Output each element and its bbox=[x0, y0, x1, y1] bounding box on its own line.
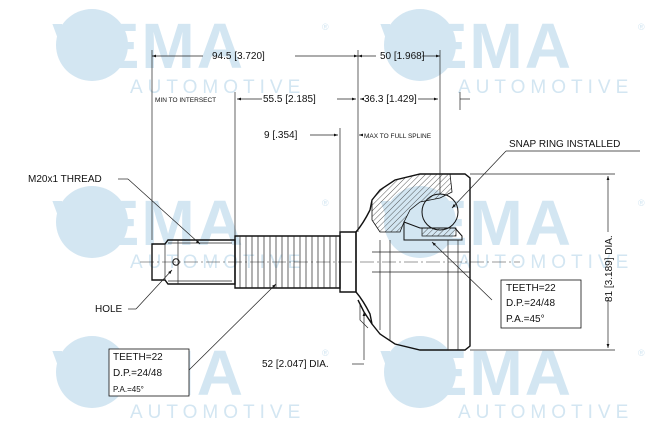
spec-right-pa: P.A.=45° bbox=[506, 314, 545, 325]
watermark-tagline: AUTOMOTIVE bbox=[458, 77, 633, 98]
spec-left-teeth: TEETH=22 bbox=[113, 352, 163, 363]
spec-box-right: TEETH=22 D.P.=24/48 P.A.=45° bbox=[500, 279, 582, 329]
watermark-tagline: AUTOMOTIVE bbox=[130, 77, 305, 98]
watermark-brand: VEMA bbox=[52, 10, 245, 82]
max-to-full-spline-label: MAX TO FULL SPLINE bbox=[364, 133, 432, 140]
watermark-bottom-right: VEMA ® AUTOMOTIVE bbox=[380, 336, 645, 423]
thread-lines bbox=[168, 242, 232, 282]
hole-feature bbox=[172, 258, 180, 266]
watermark-registered: ® bbox=[638, 22, 645, 32]
spec-box-right-frame bbox=[500, 279, 582, 329]
snap-ring-callout: SNAP RING INSTALLED bbox=[509, 139, 620, 150]
dim-overall-right: 50 [1.968] bbox=[380, 51, 425, 62]
thread-callout: M20x1 THREAD bbox=[28, 174, 102, 185]
spec-right-teeth: TEETH=22 bbox=[506, 283, 556, 294]
watermark-top-right: VEMA ® AUTOMOTIVE bbox=[380, 9, 645, 98]
watermark-brand: VEMA bbox=[380, 10, 573, 82]
watermark-registered: ® bbox=[638, 198, 645, 208]
watermark-bottom-left: VEMA ® AUTOMOTIVE bbox=[52, 336, 329, 423]
dim-min-to-intersect: 55.5 [2.185] bbox=[263, 94, 316, 105]
spec-left-dp: D.P.=24/48 bbox=[113, 368, 162, 379]
watermark-registered: ® bbox=[322, 198, 329, 208]
watermark-logo-circle bbox=[56, 186, 128, 258]
watermark-top-left: VEMA ® AUTOMOTIVE bbox=[52, 9, 329, 98]
watermark-brand: VEMA bbox=[52, 187, 245, 259]
dim-right-offset: 36.3 [1.429] bbox=[364, 94, 417, 105]
watermark-tagline: AUTOMOTIVE bbox=[130, 252, 305, 273]
spec-box-left: TEETH=22 D.P.=24/48 P.A.=45° bbox=[108, 348, 190, 397]
watermark-tagline: AUTOMOTIVE bbox=[458, 252, 633, 273]
spline-teeth bbox=[239, 236, 337, 288]
outer-housing bbox=[355, 173, 471, 351]
watermark-logo-circle bbox=[56, 9, 128, 81]
spec-left-pa: P.A.=45° bbox=[113, 385, 144, 394]
watermark-mid-left: VEMA ® AUTOMOTIVE bbox=[52, 186, 329, 273]
inner-cage bbox=[403, 221, 463, 241]
watermark-tagline: AUTOMOTIVE bbox=[130, 402, 305, 423]
dimension-lines bbox=[151, 50, 615, 365]
watermark-brand: VEMA bbox=[380, 337, 573, 409]
cv-joint-outline bbox=[151, 173, 471, 351]
dim-spline: 9 [.354] bbox=[264, 130, 298, 141]
leader-lines bbox=[118, 150, 640, 371]
watermark-logo-circle bbox=[384, 9, 456, 81]
dim-overall-left: 94.5 [3.720] bbox=[212, 51, 265, 62]
watermark-tagline: AUTOMOTIVE bbox=[458, 402, 633, 423]
spec-right-dp: D.P.=24/48 bbox=[506, 298, 555, 309]
seal-ring bbox=[357, 299, 373, 325]
watermark-registered: ® bbox=[322, 22, 329, 32]
dim-outer-diameter: 81 [3.189] DIA. bbox=[604, 235, 615, 302]
housing-section-hatch bbox=[371, 173, 453, 233]
watermark-registered: ® bbox=[638, 348, 645, 358]
dim-seal-diameter: 52 [2.047] DIA. bbox=[262, 359, 329, 370]
hole-callout: HOLE bbox=[95, 304, 123, 315]
watermark-logo-circle bbox=[384, 336, 456, 408]
min-to-intersect-label: MIN TO INTERSECT bbox=[155, 97, 216, 104]
spec-box-left-frame bbox=[108, 348, 190, 397]
watermark-registered: ® bbox=[322, 348, 329, 358]
